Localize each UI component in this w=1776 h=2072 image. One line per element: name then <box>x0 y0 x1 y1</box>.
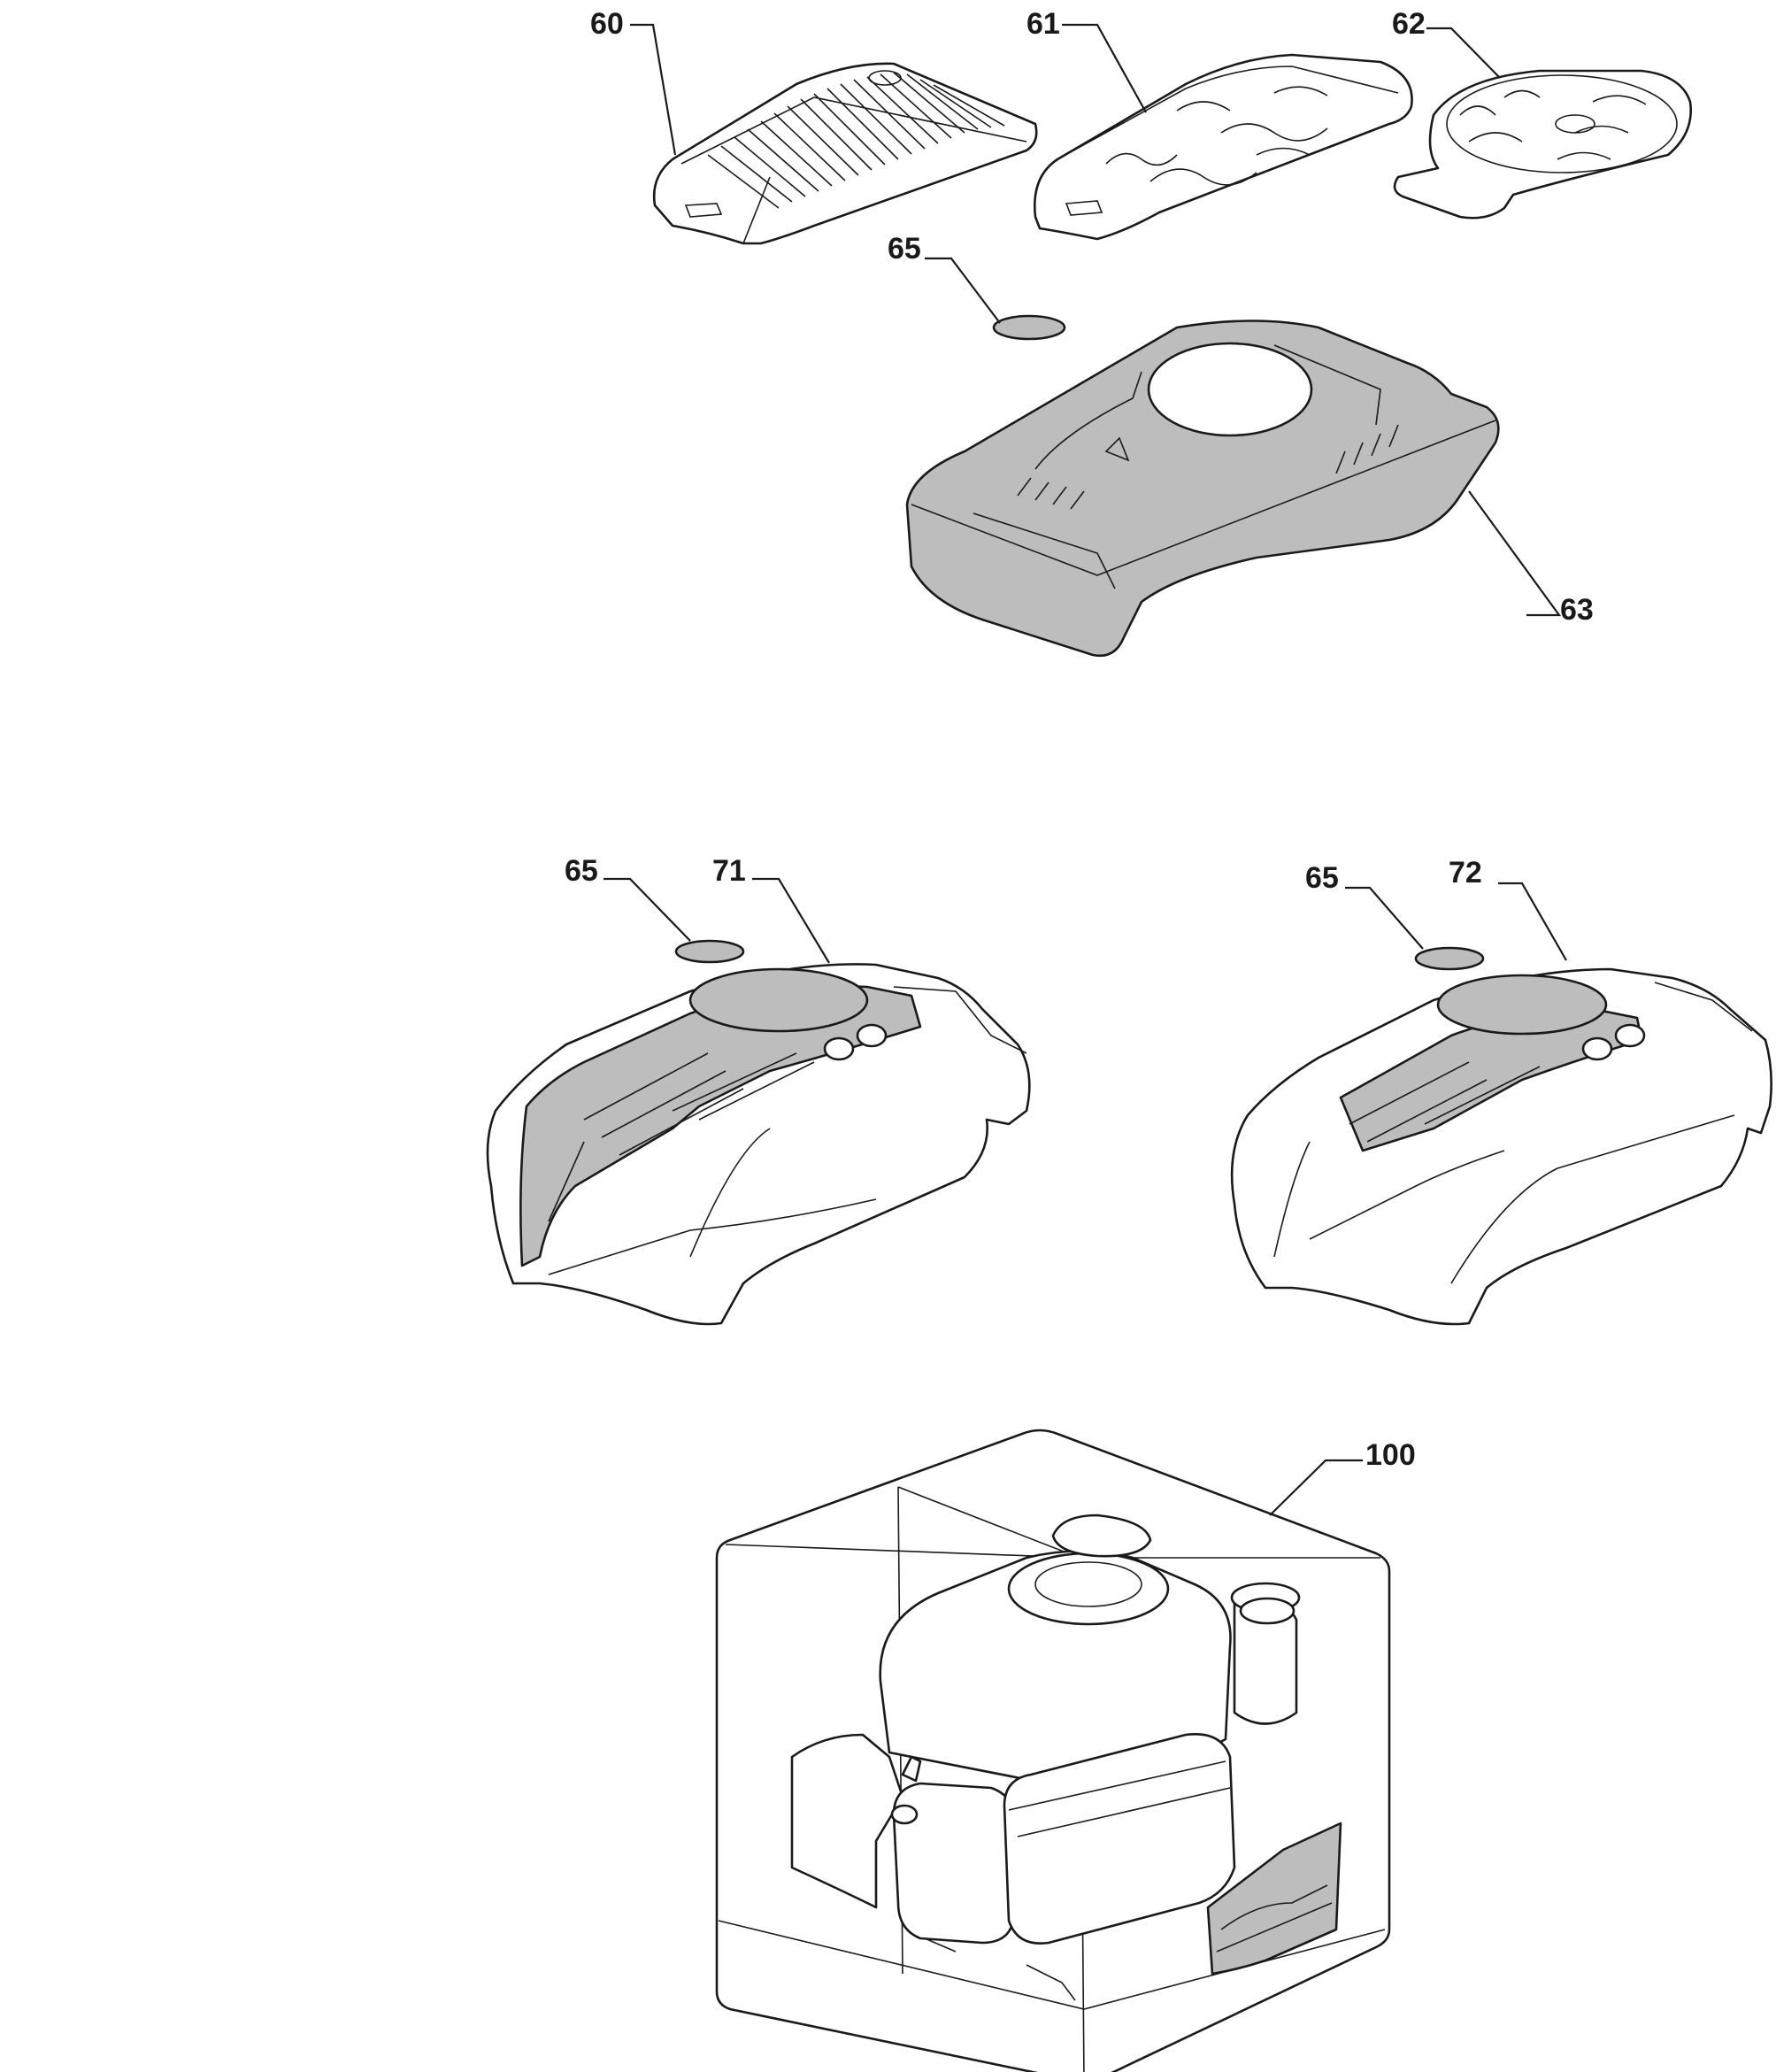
leader-61 <box>1062 23 1147 113</box>
callout-72: 72 <box>1449 856 1482 890</box>
part-60-ribbed-cover <box>652 62 1038 245</box>
part-65-disc-upper <box>992 314 1066 341</box>
leader-63 <box>1468 490 1562 617</box>
part-62-round-cap <box>1393 69 1692 220</box>
leader-71 <box>752 877 830 964</box>
leader-62 <box>1426 27 1501 79</box>
callout-63: 63 <box>1560 593 1594 627</box>
part-65-disc-right <box>1414 946 1485 971</box>
leader-65-upper <box>925 257 1001 324</box>
callout-65-left: 65 <box>565 854 598 888</box>
leader-60 <box>630 23 677 156</box>
part-65-disc-left <box>674 939 745 964</box>
callout-65-right: 65 <box>1305 861 1339 895</box>
leader-65-left <box>604 877 691 942</box>
leader-65-right <box>1345 886 1424 950</box>
leader-lines <box>604 23 1567 1516</box>
callout-labels: 60 61 62 65 63 65 71 65 72 100 <box>565 7 1594 1472</box>
callout-61: 61 <box>1026 7 1060 41</box>
callout-65-upper: 65 <box>888 232 921 266</box>
callout-71: 71 <box>712 854 746 888</box>
callout-60: 60 <box>590 7 624 41</box>
callout-100: 100 <box>1365 1438 1416 1472</box>
leader-72 <box>1498 882 1567 961</box>
part-63-grey-shroud <box>905 320 1500 658</box>
callout-62: 62 <box>1392 7 1426 41</box>
part-71-cover <box>486 963 1031 1326</box>
part-100-boxed-engine <box>715 1429 1391 2072</box>
leader-100 <box>1269 1459 1363 1516</box>
part-72-cover <box>1230 967 1772 1326</box>
part-61-wave-cover <box>1034 53 1413 241</box>
